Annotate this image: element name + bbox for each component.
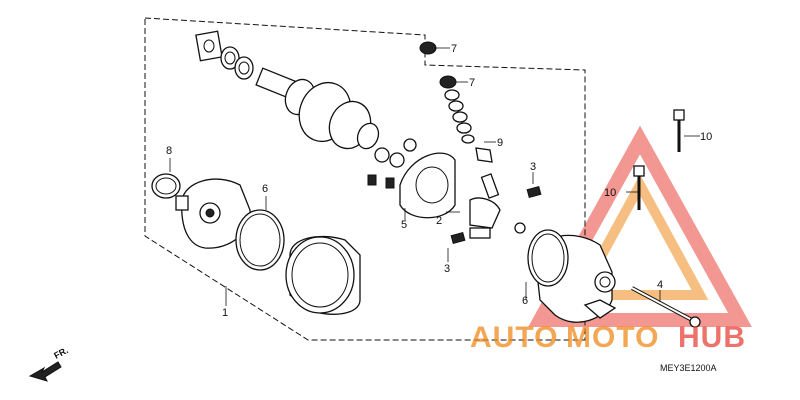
shaft-washers (195, 30, 254, 80)
through-bolt (631, 286, 701, 328)
callout-7-lower: 7 (469, 77, 475, 89)
callout-4: 4 (657, 279, 663, 291)
rear-cover (527, 229, 617, 323)
callout-1: 1 (222, 307, 228, 319)
brush-spring-upper (526, 185, 542, 199)
callout-6-right: 6 (522, 295, 528, 307)
callout-3-lower: 3 (444, 263, 450, 275)
brush-holder (367, 138, 456, 219)
front-cover (175, 178, 251, 249)
callout-8: 8 (166, 145, 172, 157)
o-ring-large-left (235, 209, 285, 271)
watermark-part-moto: MOTO (566, 321, 659, 354)
watermark-wordmark: AUTO MOTO HUB (470, 321, 746, 354)
watermark-part-hub: HUB (678, 321, 746, 354)
diagram-code: MEY3E1200A (660, 363, 717, 373)
brush-plate (469, 173, 526, 239)
watermark-part-auto: AUTO (470, 321, 558, 354)
callout-6-left: 6 (262, 183, 268, 195)
mounting-bolt-lower (633, 165, 645, 210)
terminal-washers (419, 41, 493, 163)
armature-shaft (255, 67, 380, 150)
callout-10-lower: 10 (604, 187, 616, 199)
callout-10-upper: 10 (700, 131, 712, 143)
callout-9: 9 (497, 137, 503, 149)
brush-spring-lower (450, 231, 466, 245)
assembly-outline (144, 17, 586, 341)
front-direction-indicator: FR. (28, 345, 70, 382)
callout-2: 2 (436, 215, 442, 227)
watermark-triangle-logo (528, 125, 752, 327)
callout-3-upper: 3 (530, 161, 536, 173)
direction-label: FR. (52, 345, 69, 361)
mounting-bolt-upper (673, 109, 685, 152)
motor-yoke (285, 235, 361, 315)
callout-5: 5 (401, 219, 407, 231)
leader-lines (169, 47, 700, 306)
callout-7-upper: 7 (451, 43, 457, 55)
